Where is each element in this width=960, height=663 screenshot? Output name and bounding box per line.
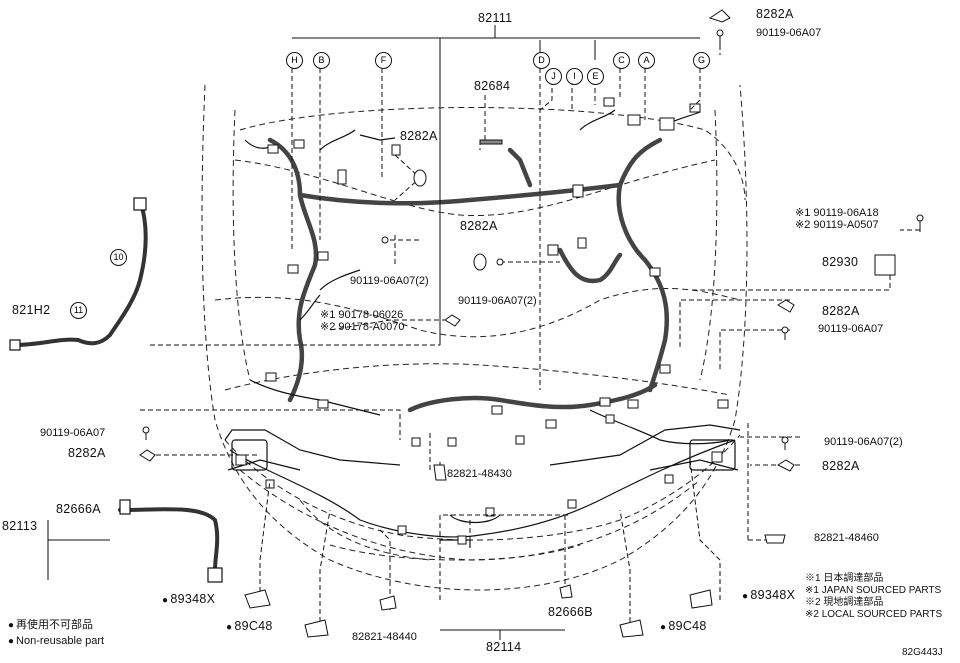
part-8282a-right2: 8282A — [822, 459, 860, 473]
part-90119-06a18: ※1 90119-06A18 — [795, 207, 879, 219]
note-1-jp: ※1 日本調達部品 — [805, 573, 884, 584]
part-90119-06a07-right1: 90119-06A07 — [818, 323, 884, 335]
key-11: 11 — [70, 302, 87, 319]
part-89c48-right: 89C48 — [660, 620, 707, 633]
sensor-harness — [13, 198, 220, 572]
part-90119-a0507: ※2 90119-A0507 — [795, 219, 879, 231]
sensor-connectors — [9, 197, 223, 583]
part-82821-48440: 82821-48440 — [352, 631, 417, 643]
part-90178-a0070: ※2 90178-A0070 — [320, 321, 405, 333]
part-89348x-left: 89348X — [162, 593, 215, 606]
legend-en: Non-reusable part — [8, 636, 104, 647]
part-82114: 82114 — [486, 640, 522, 654]
part-821h2: 821H2 — [12, 303, 51, 317]
key-a: A — [638, 52, 655, 69]
part-90178-06026: ※1 90178-06026 — [320, 309, 404, 321]
part-82930: 82930 — [822, 255, 859, 269]
key-c: C — [613, 52, 630, 69]
part-8282a-right1: 8282A — [822, 304, 860, 318]
note-1-en: ※1 JAPAN SOURCED PARTS — [805, 585, 942, 596]
key-e: E — [587, 68, 604, 85]
legend-jp: 再使用不可部品 — [8, 620, 93, 631]
note-2-en: ※2 LOCAL SOURCED PARTS — [805, 609, 943, 620]
part-82666b: 82666B — [548, 605, 593, 619]
part-89c48-left: 89C48 — [226, 620, 273, 633]
part-90119-06a07-top: 90119-06A07 — [756, 27, 822, 39]
key-f: F — [375, 52, 392, 69]
key-10: 10 — [110, 249, 127, 266]
key-i: I — [566, 68, 583, 85]
part-90119-06a07-left2: 90119-06A07 — [40, 427, 106, 439]
part-82821-48430: 82821-48430 — [447, 468, 512, 480]
part-82113: 82113 — [2, 519, 38, 533]
part-90119-06a07-2-center: 90119-06A07(2) — [458, 295, 537, 307]
part-82666a: 82666A — [56, 502, 101, 516]
note-2-jp: ※2 現地調達部品 — [805, 597, 884, 608]
part-82821-48460: 82821-48460 — [814, 532, 879, 544]
part-8282a-center: 8282A — [460, 219, 498, 233]
part-90119-06a07-2-left: 90119-06A07(2) — [350, 275, 429, 287]
key-j: J — [545, 68, 562, 85]
part-90119-06a07-2-right2: 90119-06A07(2) — [824, 436, 903, 448]
key-b: B — [313, 52, 330, 69]
key-h: H — [286, 52, 303, 69]
hardware-icons — [139, 9, 924, 638]
key-g: G — [693, 52, 710, 69]
notes-block: ※1 日本調達部品 ※1 JAPAN SOURCED PARTS ※2 現地調達… — [805, 573, 942, 621]
key-d: D — [533, 52, 550, 69]
part-82111: 82111 — [478, 11, 513, 25]
leader-lines — [140, 45, 920, 630]
part-8282a-mid: 8282A — [400, 129, 438, 143]
connectors — [235, 97, 729, 545]
part-89348x-right: 89348X — [742, 589, 795, 602]
part-8282a-top: 8282A — [756, 7, 794, 21]
part-82684: 82684 — [474, 79, 511, 93]
part-8282a-left2: 8282A — [68, 446, 106, 460]
diagram-code: 82G443J — [902, 647, 943, 658]
harness-bundles — [267, 137, 670, 413]
